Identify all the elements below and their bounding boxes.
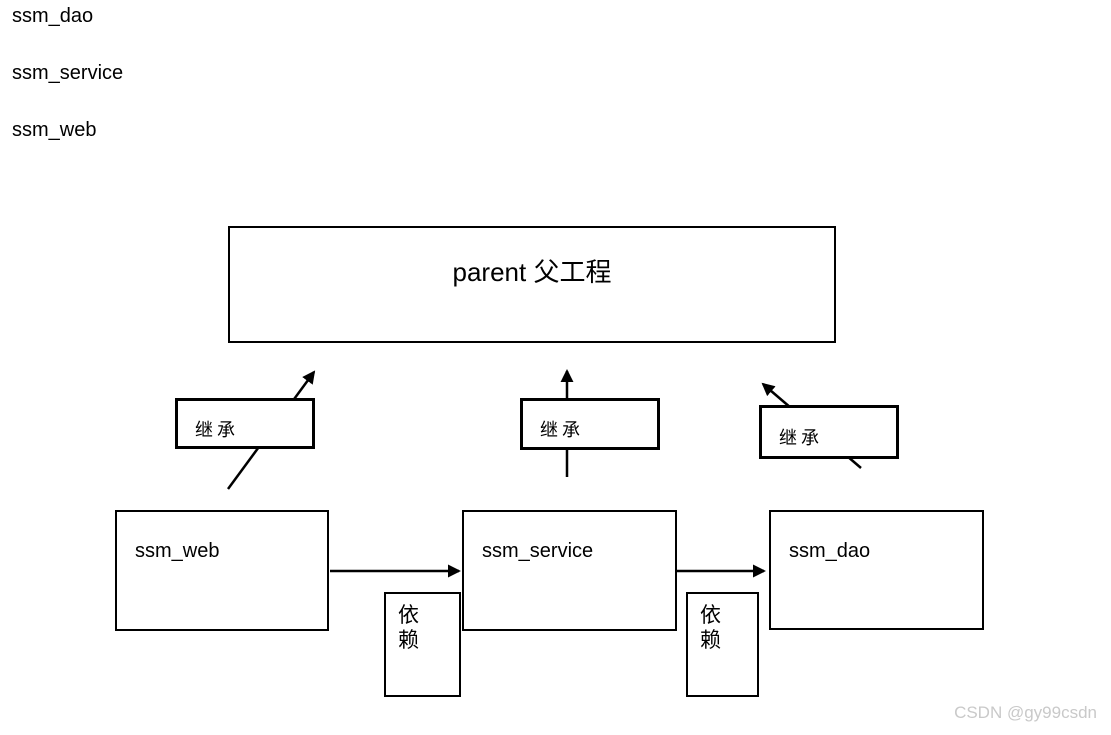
dependency-label-box-web-service: 依赖 [384,592,461,697]
inherit-label: 继承 [540,420,584,440]
inherit-label: 继承 [779,428,823,448]
project-box-label: ssm_web [135,540,220,562]
module-list-item-ssm-web: ssm_web [12,119,97,141]
project-box-label: ssm_dao [789,540,871,562]
inherit-label: 继承 [195,419,239,440]
project-box-ssm-web: ssm_web [115,510,329,631]
inherit-label-box-dao: 继承 [759,405,899,459]
parent-project-label: parent 父工程 [452,257,612,287]
project-box-ssm-dao: ssm_dao [769,510,984,630]
csdn-watermark: CSDN @gy99csdn [954,703,1097,722]
dependency-label: 依赖 [398,604,419,652]
inherit-label-box-web: 继承 [175,398,315,449]
project-box-label: ssm_service [482,540,594,562]
module-list-item-ssm-dao: ssm_dao [12,5,94,27]
module-list-item-ssm-service: ssm_service [12,62,124,84]
dependency-label: 依赖 [700,604,721,652]
inherit-label-box-service: 继承 [520,398,660,450]
parent-project-box: parent 父工程 [228,226,836,343]
dependency-label-box-service-dao: 依赖 [686,592,759,697]
project-box-ssm-service: ssm_service [462,510,677,631]
